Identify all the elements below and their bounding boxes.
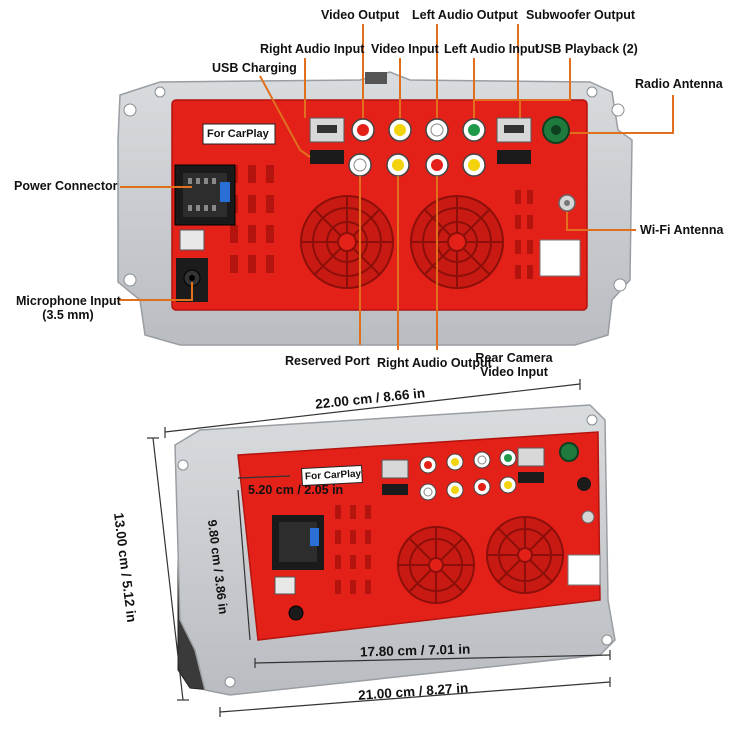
bracket-tab: [365, 72, 387, 84]
bottom-left-vent-grid: [335, 505, 371, 594]
dim-bottom-width-line: [219, 681, 611, 713]
label-rear-camera-line2: Video Input: [480, 365, 548, 379]
bracket-hole: [123, 273, 137, 287]
label-usb-playback: USB Playback (2): [535, 42, 638, 56]
dim-left-height-line: [152, 437, 184, 701]
bottom-usb-right: [517, 447, 545, 467]
label-microphone-line2: (3.5 mm): [42, 308, 94, 322]
bracket-hole: [611, 103, 625, 117]
label-video-output: Video Output: [321, 8, 400, 22]
bottom-slot-left: [382, 484, 408, 495]
bottom-microphone-jack: [288, 605, 304, 621]
bottom-aux-connector: [274, 576, 296, 595]
label-microphone-input: Microphone Input (3.5 mm): [16, 294, 121, 322]
power-connector: [174, 164, 236, 226]
callout-lines: [118, 24, 674, 350]
bottom-fan-right: [486, 516, 564, 594]
bottom-fan-left: [397, 526, 475, 604]
aux-connector: [179, 229, 205, 251]
bottom-ce-label: [567, 554, 601, 586]
bracket-hole: [154, 86, 166, 98]
top-unit: [117, 71, 633, 346]
label-subwoofer-output: Subwoofer Output: [526, 8, 636, 22]
label-power-connector: Power Connector: [14, 179, 118, 193]
reserved-slot-right: [497, 150, 531, 164]
label-radio-antenna: Radio Antenna: [635, 77, 723, 91]
usb-port-right: [496, 117, 532, 143]
dim-top-width-line: [164, 383, 581, 433]
bottom-extra-jack: [577, 477, 591, 491]
label-microphone-line1: Microphone Input: [16, 294, 121, 308]
dim-inner-width-line: [254, 654, 611, 664]
reserved-slot-left: [310, 150, 344, 164]
label-left-audio-input: Left Audio Input: [444, 42, 540, 56]
bottom-rca-ports: [419, 449, 517, 501]
line-subwoofer-output: [473, 24, 519, 118]
bracket-hole: [123, 103, 137, 117]
line-usb-playback: [519, 58, 571, 118]
label-right-audio-input: Right Audio Input: [260, 42, 365, 56]
line-usb-charging: [259, 75, 311, 158]
label-rear-camera-line1: Rear Camera: [475, 351, 553, 365]
radio-antenna-port: [542, 116, 570, 144]
dimension-lines: [147, 379, 611, 717]
label-right-audio-output: Right Audio Output: [377, 356, 492, 370]
line-wifi-antenna: [566, 212, 636, 231]
bottom-slot-right: [518, 472, 544, 483]
bracket-hole: [586, 86, 598, 98]
wifi-antenna-port: [558, 194, 576, 212]
rca-top-row: [351, 118, 486, 142]
bracket-hole: [177, 459, 189, 471]
right-vent-grid: [515, 190, 533, 279]
bracket-hole: [224, 676, 236, 688]
bottom-power-connector: [272, 515, 324, 570]
usb-port-left: [309, 117, 345, 143]
bottom-unit: [174, 404, 616, 696]
carplay-badge-top: [202, 123, 276, 145]
dim-depth: 5.20 cm / 2.05 in: [248, 483, 344, 497]
bottom-usb-left: [381, 459, 409, 479]
carplay-badge-bottom: [301, 464, 363, 487]
rca-bottom-row: [348, 153, 486, 177]
line-microphone: [118, 282, 193, 301]
cooling-fan-right: [410, 195, 504, 289]
bracket-hole: [586, 414, 598, 426]
label-usb-charging: USB Charging: [212, 61, 297, 75]
label-rear-camera-video-input: Rear Camera Video Input: [472, 351, 556, 379]
bottom-wifi-antenna: [581, 510, 595, 524]
label-wifi-antenna: Wi-Fi Antenna: [640, 223, 724, 237]
line-radio-antenna: [570, 95, 674, 134]
label-reserved-port: Reserved Port: [285, 354, 370, 368]
cooling-fan-left: [300, 195, 394, 289]
bracket-hole: [601, 634, 613, 646]
bracket-hole: [613, 278, 627, 292]
label-left-audio-output: Left Audio Output: [412, 8, 518, 22]
dim-inner-width: 17.80 cm / 7.01 in: [359, 641, 471, 660]
carplay-badge-top-text: For CarPlay: [207, 128, 269, 140]
dim-depth-line: [237, 475, 291, 479]
label-video-input: Video Input: [371, 42, 439, 56]
bottom-radio-antenna: [559, 442, 579, 462]
carplay-badge-bottom-text: For CarPlay: [304, 468, 362, 483]
dim-inner-height-line: [237, 489, 251, 641]
ce-label: [539, 239, 581, 277]
